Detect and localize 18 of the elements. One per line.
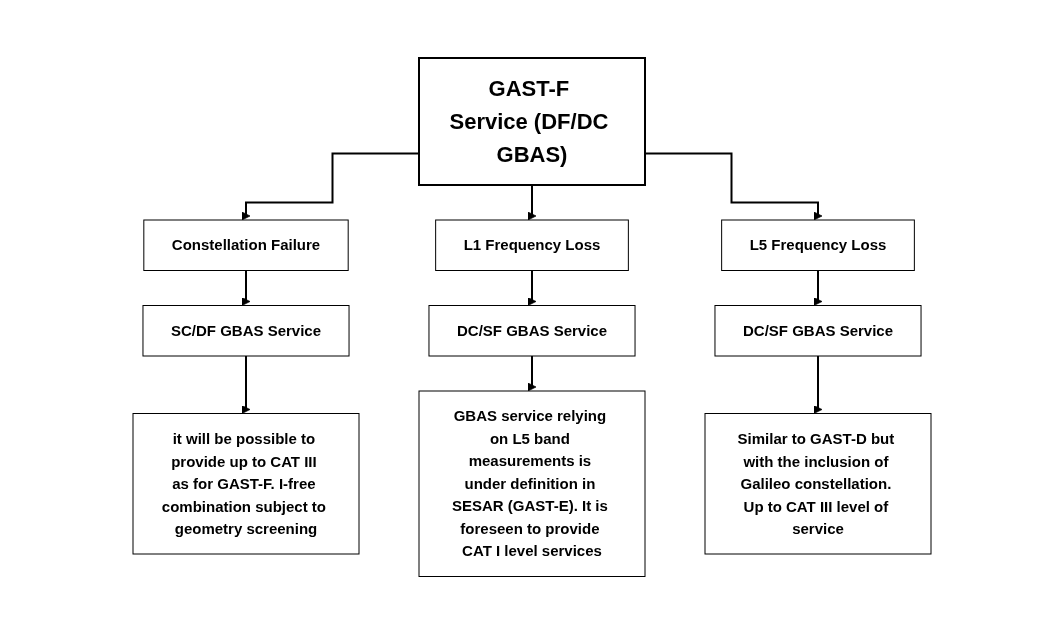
node-box: DC/SF GBAS Service bbox=[428, 305, 636, 357]
node-box: it will be possible to provide up to CAT III as for GAST-F. I-free combination subject to geometry screening bbox=[132, 413, 360, 555]
arrow bbox=[813, 355, 823, 415]
arrow bbox=[527, 355, 537, 392]
node-box: Similar to GAST-D but with the inclusion of Galileo constellation. Up to CAT III level of service bbox=[704, 413, 932, 555]
arrow bbox=[241, 355, 251, 415]
node-box: GAST-F Service (DF/DC GBAS) bbox=[418, 57, 646, 187]
arrow bbox=[813, 269, 823, 307]
node-box: GBAS service relying on L5 band measurements is under definition in SESAR (GAST-E). It is foreseen to provide CAT I level services bbox=[418, 390, 646, 578]
node-box: L5 Frequency Loss bbox=[721, 219, 915, 272]
node-box: Constellation Failure bbox=[143, 219, 349, 272]
arrow bbox=[241, 152, 420, 221]
node-box: DC/SF GBAS Service bbox=[714, 305, 922, 357]
node-box: SC/DF GBAS Service bbox=[142, 305, 350, 357]
node-box: L1 Frequency Loss bbox=[435, 219, 629, 272]
arrow bbox=[527, 184, 537, 221]
arrow bbox=[241, 269, 251, 307]
arrow bbox=[527, 269, 537, 307]
